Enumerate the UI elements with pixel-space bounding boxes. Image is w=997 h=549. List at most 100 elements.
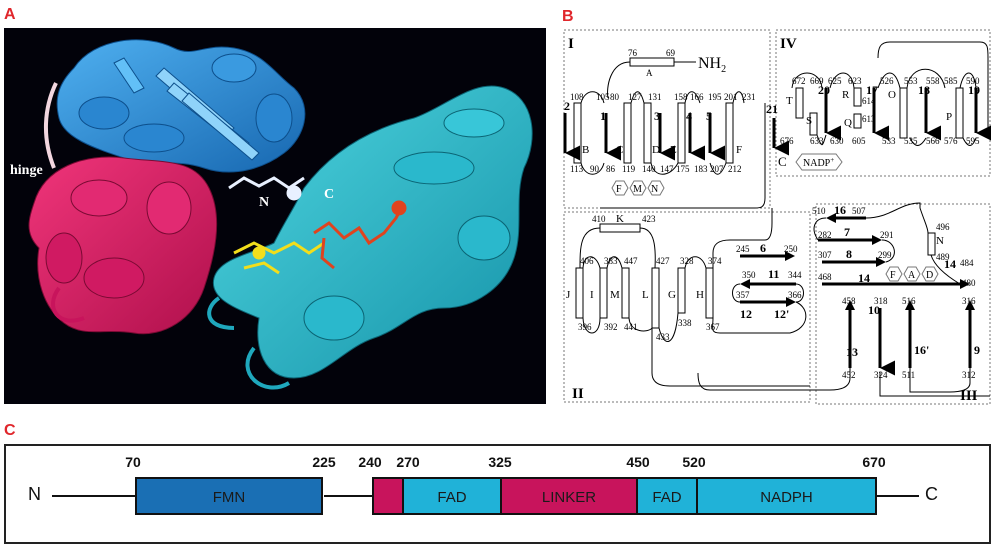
helix-Q-label: Q [844, 117, 852, 129]
res-90: 90 [590, 164, 600, 174]
hinge-label: hinge [10, 163, 43, 178]
res-672: 672 [792, 76, 806, 86]
helix-G-label: G [668, 289, 676, 301]
fmn-domain-ribbon [56, 39, 306, 173]
fad-cofactor [233, 241, 325, 275]
helix-M-label: M [610, 289, 620, 301]
helix-R [853, 87, 862, 107]
tick-270: 270 [396, 454, 420, 470]
res-316: 316 [962, 296, 976, 306]
fad-letter-f: F [890, 270, 896, 281]
tick-225: 225 [312, 454, 336, 470]
res-383: 383 [604, 256, 618, 266]
helix-S-label: S [806, 115, 812, 127]
res-299: 299 [878, 250, 892, 260]
helix-L-label: L [642, 289, 649, 301]
helix-E-label: E [670, 144, 677, 156]
n-terminus-label: N [259, 195, 269, 210]
c-terminus-label: C [925, 484, 938, 504]
domain-box-III [815, 203, 991, 405]
res-558: 558 [926, 76, 940, 86]
res-533: 533 [882, 136, 896, 146]
fad-hexagons [885, 266, 939, 282]
res-328: 328 [680, 256, 694, 266]
helix-P-label: P [946, 111, 952, 123]
helix-K [599, 223, 641, 233]
helix-H [705, 267, 714, 319]
res-207: 207 [710, 164, 724, 174]
helix-F-label: F [736, 144, 742, 156]
res-357: 357 [736, 290, 750, 300]
res-441: 441 [624, 322, 638, 332]
res-195: 195 [708, 92, 722, 102]
res-147: 147 [660, 164, 674, 174]
res-489: 489 [936, 252, 950, 262]
fmn-letter-m: M [633, 184, 642, 195]
helix-N-label: N [936, 235, 944, 247]
res-86: 86 [606, 164, 616, 174]
strand-12prime-label: 12' [774, 307, 789, 321]
fad-nadph-domain-ribbon [207, 85, 533, 390]
panel-letter-b: B [562, 8, 574, 25]
res-338: 338 [678, 318, 692, 328]
res-625: 625 [828, 76, 842, 86]
fad-domain-2: FAD [636, 477, 698, 515]
res-566: 566 [926, 136, 940, 146]
tick-325: 325 [488, 454, 512, 470]
c-terminus-label: C [324, 187, 334, 202]
strand-18-label: 18 [918, 83, 930, 97]
domain-box-II [563, 211, 811, 403]
strand-6-label: 6 [760, 241, 766, 255]
strand-5-label: 5 [706, 109, 712, 123]
tick-520: 520 [682, 454, 706, 470]
res-201: 201 [724, 92, 738, 102]
nadp-text: NADP [803, 158, 831, 169]
strand-7-label: 7 [844, 225, 850, 239]
res-76: 76 [628, 48, 638, 58]
helix-Q [853, 113, 862, 129]
res-511: 511 [902, 370, 915, 380]
res-510: 510 [812, 206, 826, 216]
res-452: 452 [842, 370, 856, 380]
linker-domain: LINKER [500, 477, 638, 515]
helix-I [599, 267, 608, 319]
strand-11-label: 11 [768, 267, 779, 281]
tick-240: 240 [358, 454, 382, 470]
res-183: 183 [694, 164, 708, 174]
res-392: 392 [604, 322, 618, 332]
helix-B [573, 102, 582, 164]
res-231: 231 [742, 92, 756, 102]
domain-II-label: II [572, 386, 584, 402]
res-484: 484 [960, 258, 974, 268]
res-127: 127 [628, 92, 642, 102]
helix-A-label: A [646, 68, 653, 78]
hinge-ribbon [44, 82, 58, 169]
res-344: 344 [788, 270, 802, 280]
linker-domain-ribbon [28, 156, 218, 335]
res-350: 350 [742, 270, 756, 280]
strand-4-label: 4 [686, 109, 692, 123]
nh2-subscript: 2 [721, 64, 726, 75]
strand-10-label: 10 [868, 303, 880, 317]
res-312: 312 [962, 370, 976, 380]
res-526: 526 [880, 76, 894, 86]
res-406: 406 [580, 256, 594, 266]
panel-letter-c: C [4, 422, 16, 439]
res-576: 576 [944, 136, 958, 146]
strand-15-label: 14 [944, 257, 956, 271]
n-terminus-label: N [28, 484, 41, 504]
res-496: 496 [936, 222, 950, 232]
res-605: 605 [852, 136, 866, 146]
helix-T [795, 87, 804, 119]
nh2-label: NH2 [698, 55, 726, 75]
res-245: 245 [736, 244, 750, 254]
nh2-text: NH [698, 55, 722, 72]
res-423: 423 [642, 214, 656, 224]
domain-IV-label: IV [780, 36, 797, 52]
strand-16prime-label: 16' [914, 343, 929, 357]
helix-I-label: I [590, 289, 594, 301]
fmn-letter-f: F [616, 184, 622, 195]
domain-architecture-panel: N C FMN FAD LINKER FAD NADPH 70 225 240 … [4, 444, 991, 544]
nadp-superscript: + [830, 156, 834, 164]
strand-16-label: 16 [834, 203, 846, 217]
